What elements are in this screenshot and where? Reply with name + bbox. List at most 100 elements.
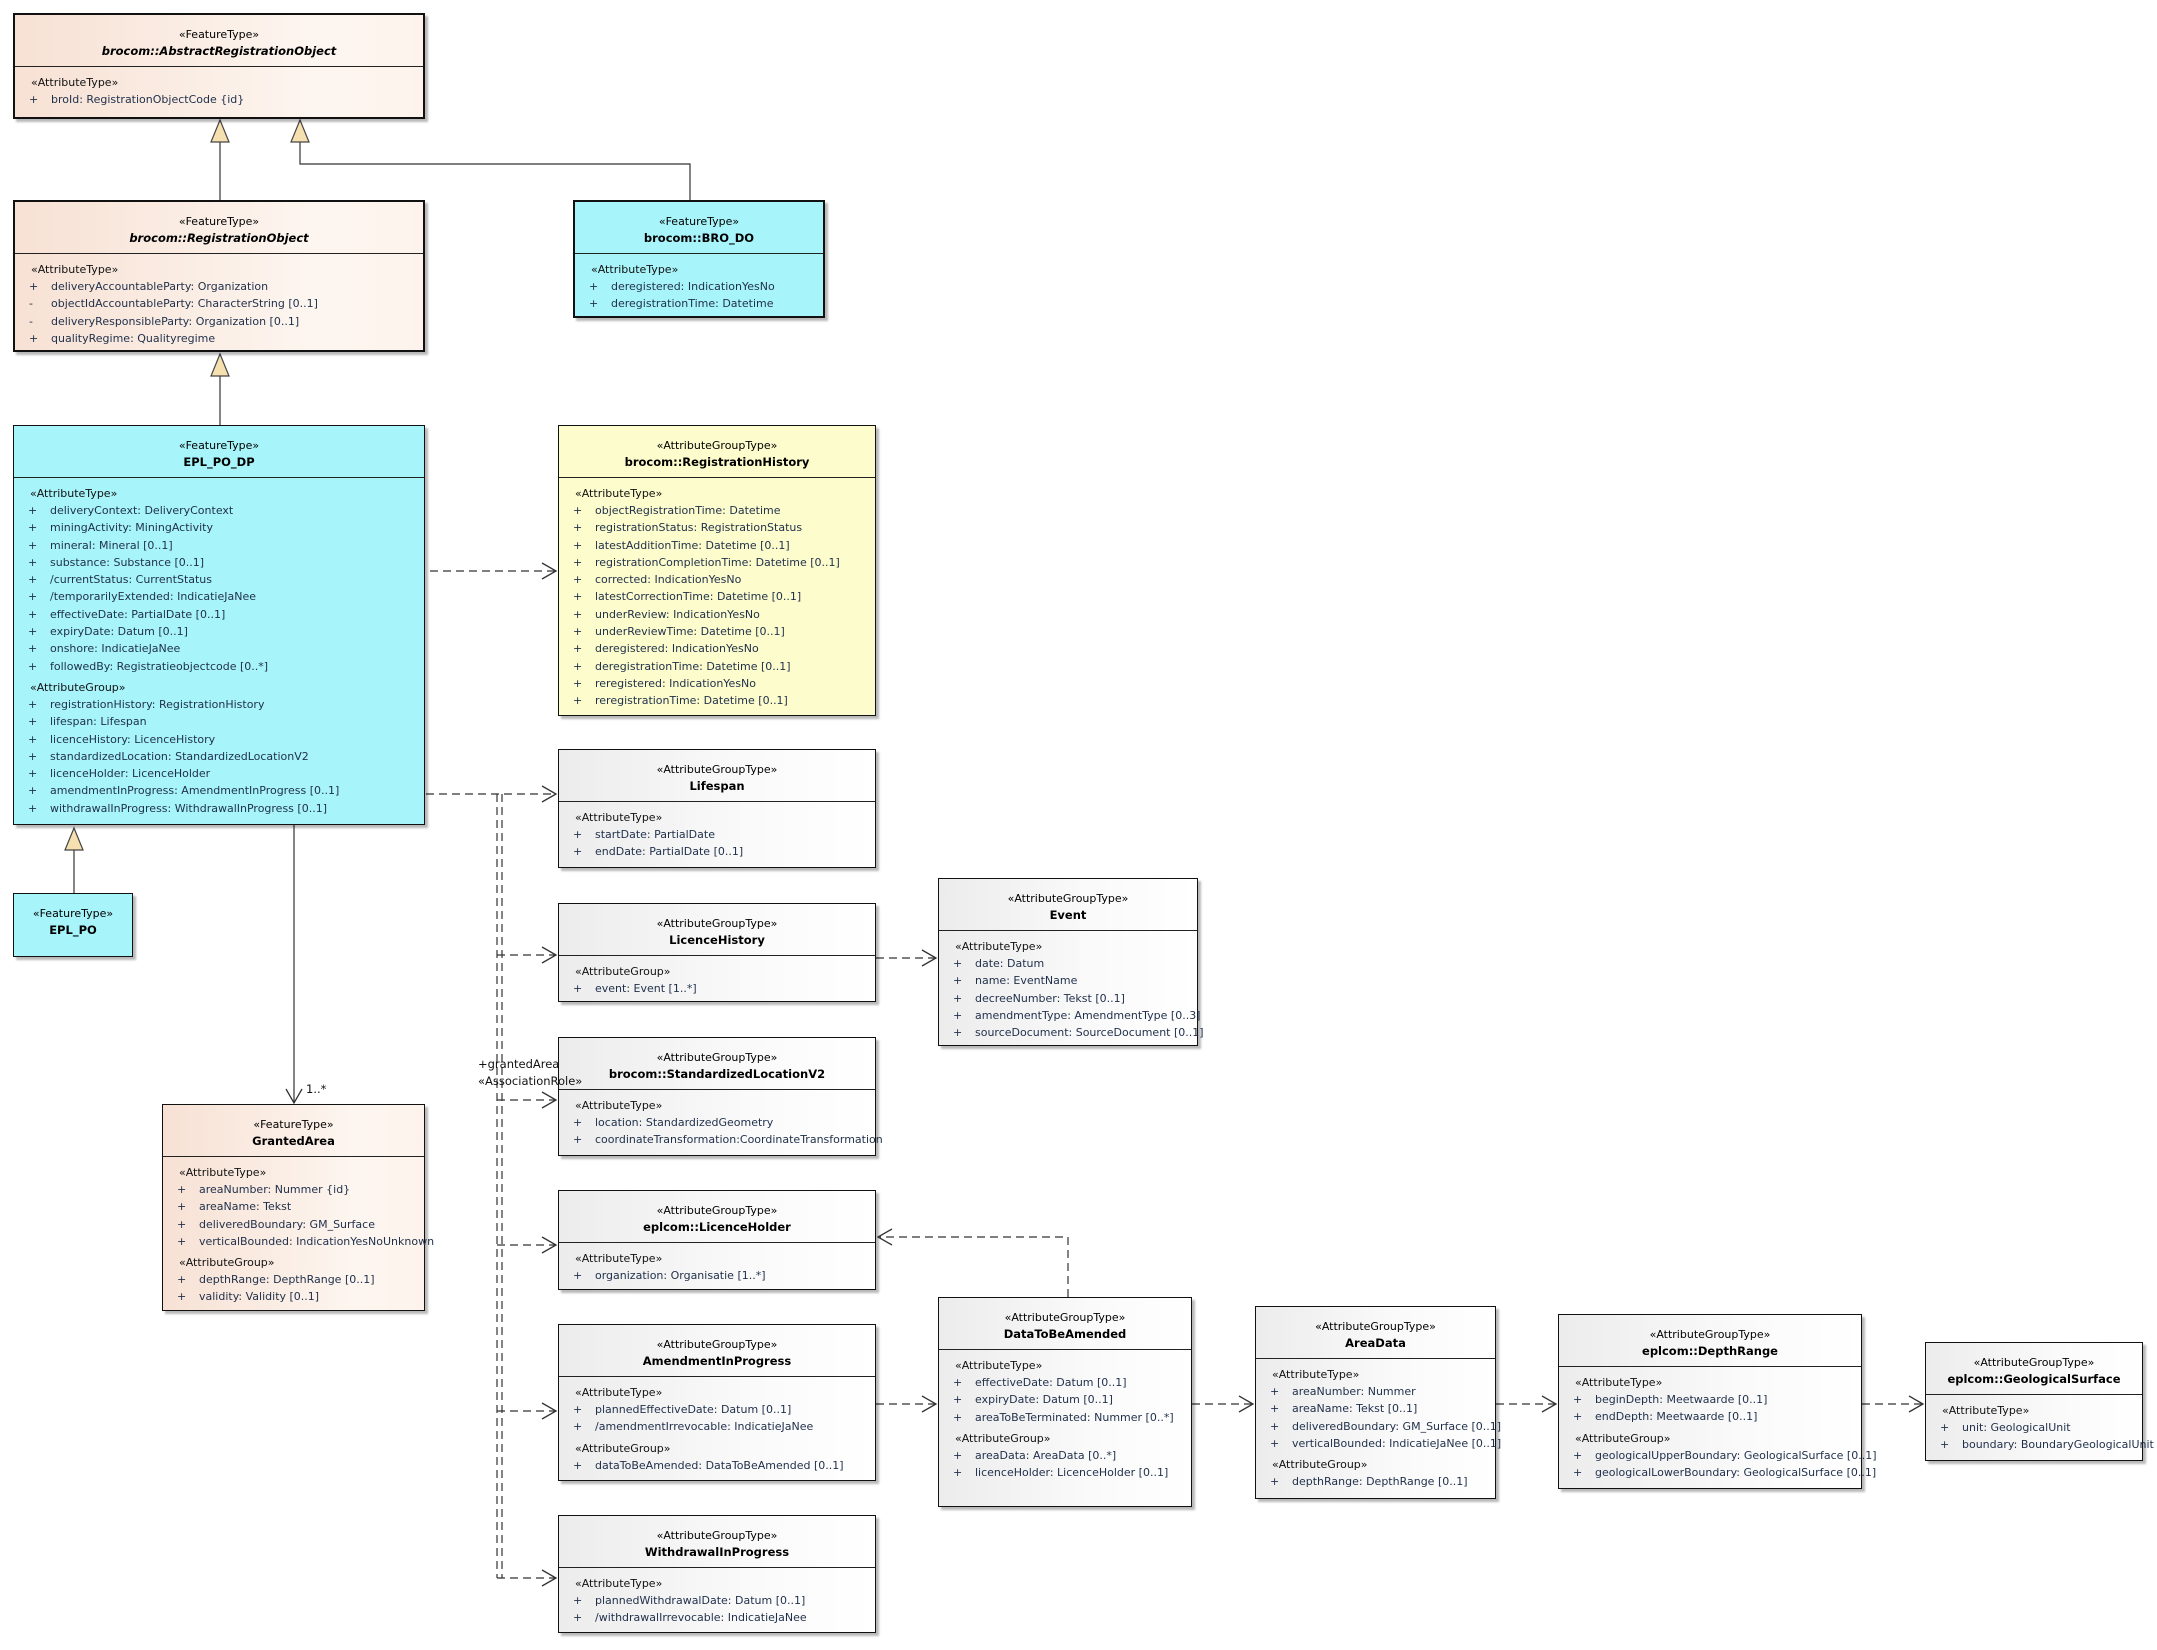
attribute-section: «AttributeType»+plannedEffectiveDate: Da… (573, 1385, 869, 1436)
attribute-text: areaData: AreaData [0..*] (975, 1448, 1117, 1462)
class-header: «FeatureType»EPL_PO (14, 894, 132, 945)
attribute-row: +/temporarilyExtended: IndicatieJaNee (28, 588, 418, 605)
dependency-arrow (541, 785, 558, 803)
attribute-section: «AttributeType»+deliveryContext: Deliver… (28, 486, 418, 675)
attribute-section: «AttributeGroup»+depthRange: DepthRange … (1270, 1457, 1489, 1490)
attribute-text: verticalBounded: IndicatieJaNee [0..1] (1292, 1436, 1502, 1450)
attribute-row: +deregistered: IndicationYesNo (589, 278, 817, 295)
class-attributes: «AttributeType» + areaNumber: Nummer {id} +… (163, 1157, 434, 1315)
attribute-text: mineral: Mineral [0..1] (50, 538, 173, 552)
attribute-row: +licenceHistory: LicenceHistory (28, 731, 418, 748)
dependency-arrow (541, 562, 558, 580)
attribute-section-stereotype: «AttributeGroup» (30, 680, 126, 694)
class-area-data[interactable]: «AttributeGroupType»AreaData«AttributeTy… (1255, 1306, 1501, 1499)
class-name: DataToBeAmended (1003, 1327, 1127, 1341)
attribute-text: licenceHolder: LicenceHolder (50, 767, 211, 781)
attribute-row: +licenceHolder: LicenceHolder [0..1] (953, 1464, 1185, 1481)
attribute-text: areaNumber: Nummer {id} (199, 1183, 351, 1196)
class-name: Lifespan (689, 779, 745, 793)
attribute-row: +registrationStatus: RegistrationStatus (573, 519, 869, 536)
class-geological-surface[interactable]: «AttributeGroupType»eplcom::GeologicalSu… (1925, 1342, 2154, 1461)
attribute-visibility: + (1573, 1393, 1583, 1406)
attribute-row: +deregistrationTime: Datetime [0..1] (573, 658, 869, 675)
attribute-section: «AttributeType»+effectiveDate: Datum [0.… (953, 1358, 1185, 1426)
class-epl-po-dp[interactable]: «FeatureType»EPL_PO_DP«AttributeType»+de… (13, 425, 425, 825)
generalization-line (299, 142, 691, 200)
class-attributes: «AttributeType»+startDate: PartialDate+e… (559, 802, 875, 870)
attribute-visibility: + (573, 1458, 583, 1472)
attribute-text: miningActivity: MiningActivity (50, 521, 213, 535)
attribute-visibility: + (573, 982, 583, 995)
attribute-section-stereotype: «AttributeType» (179, 1166, 267, 1179)
attribute-row: +verticalBounded: IndicationYesNoUnknown (177, 1233, 434, 1250)
attribute-text: effectiveDate: Datum [0..1] (975, 1376, 1127, 1389)
attribute-row: +/withdrawalIrrevocable: IndicatieJaNee (573, 1609, 869, 1626)
attribute-section-stereotype: «AttributeGroup» (1575, 1431, 1671, 1445)
class-attributes: «AttributeType»+deliveryAccountableParty… (15, 254, 423, 356)
class-licence-holder[interactable]: «AttributeGroupType»eplcom::LicenceHolde… (558, 1190, 876, 1290)
class-attributes: «AttributeType»+plannedEffectiveDate: Da… (559, 1377, 875, 1483)
attribute-visibility: + (177, 1200, 187, 1214)
attribute-text: plannedWithdrawalDate: Datum [0..1] (595, 1594, 806, 1607)
attribute-section: «AttributeType»+organization: Organisati… (573, 1251, 869, 1284)
attribute-row: +areaName: Tekst [0..1] (1270, 1400, 1489, 1417)
class-name: EPL_PO (49, 923, 97, 937)
class-registration-history[interactable]: «AttributeGroupType»brocom::Registration… (558, 425, 876, 716)
attribute-section: «AttributeType»+beginDepth: Meetwaarde [… (1573, 1375, 1855, 1426)
attribute-visibility: + (953, 1466, 963, 1480)
class-attributes: «AttributeType»+deliveryContext: Deliver… (14, 478, 424, 826)
attribute-visibility: + (1573, 1465, 1583, 1479)
attribute-text: boundary: BoundaryGeologicalUnit (1962, 1438, 2154, 1452)
class-bro-do[interactable]: «FeatureType»brocom::BRO_DO«AttributeTyp… (573, 200, 825, 318)
attribute-text: broId: RegistrationObjectCode {id} (51, 93, 245, 106)
class-header: «AttributeGroupType»LicenceHistory (559, 904, 875, 956)
class-registration-object[interactable]: «FeatureType»brocom::RegistrationObject«… (13, 200, 425, 352)
class-header: «AttributeGroupType»brocom::Standardized… (559, 1038, 875, 1090)
class-header: «AttributeGroupType»Event (939, 879, 1197, 931)
attribute-text: deregistered: IndicationYesNo (595, 642, 759, 656)
class-stereotype: «AttributeGroupType» (656, 1204, 778, 1217)
attribute-section-stereotype: «AttributeGroup» (575, 1441, 671, 1455)
attribute-text: event: Event [1..*] (595, 982, 697, 995)
attribute-row: + areaData: AreaData [0..*] (953, 1447, 1185, 1464)
attribute-text: endDepth: Meetwaarde [0..1] (1595, 1410, 1758, 1424)
class-header: «AttributeGroupType»eplcom::GeologicalSu… (1926, 1343, 2142, 1395)
attribute-section: «AttributeType»+deregistered: Indication… (589, 262, 817, 313)
dependency-arrow (541, 1402, 558, 1420)
class-standardized-location[interactable]: «AttributeGroupType»brocom::Standardized… (558, 1037, 883, 1156)
class-attributes: «AttributeType»+areaNumber: Nummer+areaN… (1256, 1359, 1501, 1499)
attribute-text: objectRegistrationTime: Datetime (595, 504, 781, 517)
attribute-text: depthRange: DepthRange [0..1] (1292, 1475, 1468, 1489)
class-name: brocom::BRO_DO (643, 231, 755, 245)
attribute-visibility: + (28, 659, 38, 673)
dependency-arrow (1908, 1395, 1925, 1413)
attribute-visibility: + (953, 1448, 963, 1462)
attribute-section: «AttributeType»+plannedWithdrawalDate: D… (573, 1576, 869, 1627)
class-licence-history[interactable]: «AttributeGroupType»LicenceHistory«Attri… (558, 903, 876, 1002)
generalization-arrow (64, 826, 84, 851)
class-abstract-registration-object[interactable]: «FeatureType»brocom::AbstractRegistratio… (13, 13, 425, 119)
class-attributes: «AttributeType»+date: Datum+name: EventN… (939, 931, 1204, 1050)
attribute-row: +areaToBeTerminated: Nummer [0..*] (953, 1409, 1185, 1426)
attribute-visibility: + (953, 974, 963, 988)
class-epl-po[interactable]: «FeatureType»EPL_PO (13, 893, 133, 957)
class-lifespan[interactable]: «AttributeGroupType»Lifespan«AttributeTy… (558, 749, 876, 868)
attribute-text: dataToBeAmended: DataToBeAmended [0..1] (595, 1458, 844, 1472)
attribute-text: corrected: IndicationYesNo (595, 573, 742, 587)
class-data-to-be-amended[interactable]: «AttributeGroupType»DataToBeAmended«Attr… (938, 1297, 1192, 1507)
dependency-arrow (541, 946, 558, 964)
attribute-section-stereotype: «AttributeType» (31, 263, 119, 276)
attribute-row: +sourceDocument: SourceDocument [0..1] (953, 1024, 1204, 1041)
attribute-text: reregistrationTime: Datetime [0..1] (595, 694, 788, 708)
class-depth-range[interactable]: «AttributeGroupType»eplcom::DepthRange«A… (1558, 1314, 1877, 1489)
class-event[interactable]: «AttributeGroupType»Event«AttributeType»… (938, 878, 1204, 1046)
class-withdrawal-in-progress[interactable]: «AttributeGroupType»WithdrawalInProgress… (558, 1515, 876, 1633)
class-amendment-in-progress[interactable]: «AttributeGroupType»AmendmentInProgress«… (558, 1324, 876, 1481)
class-granted-area[interactable]: «FeatureType»GrantedArea«AttributeType»+… (162, 1104, 434, 1311)
attribute-row: +registrationCompletionTime: Datetime [0… (573, 554, 869, 571)
class-name: Event (1049, 908, 1087, 922)
attribute-section-stereotype: «AttributeType» (31, 76, 119, 89)
attribute-text: /amendmentIrrevocable: IndicatieJaNee (595, 1420, 814, 1434)
attribute-text: underReview: IndicationYesNo (595, 607, 760, 621)
